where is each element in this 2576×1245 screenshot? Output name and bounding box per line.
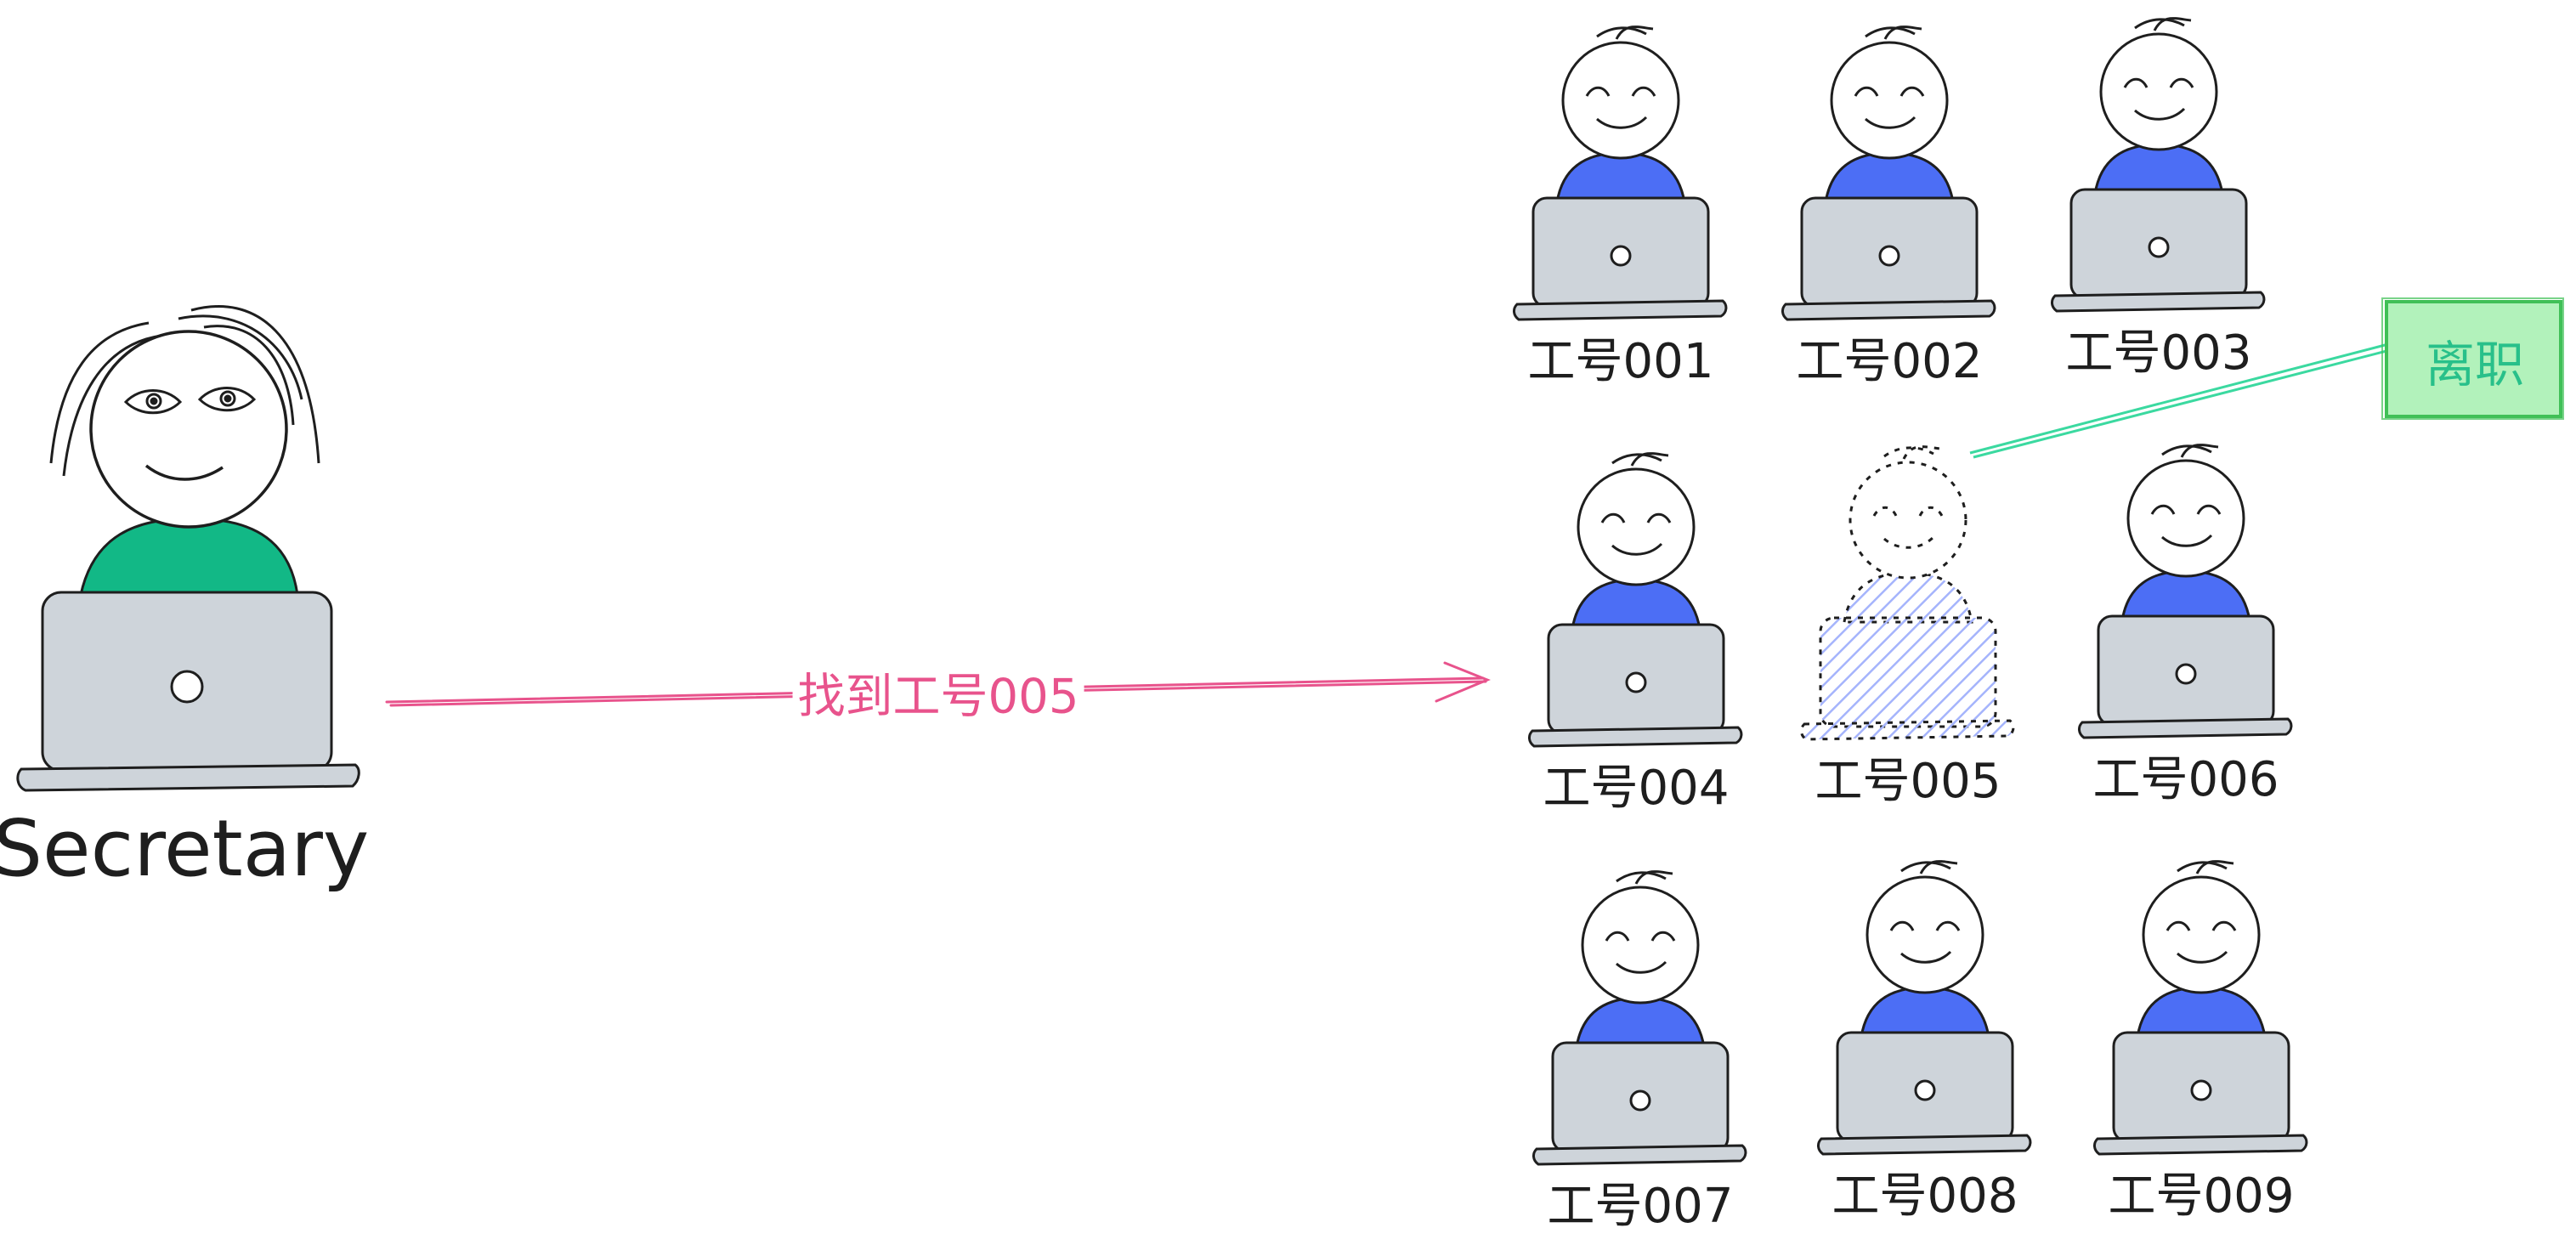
employee-figure: [1532, 870, 1747, 1166]
employee-laptop: [1819, 616, 1997, 728]
employee-eyes: [1600, 512, 1672, 523]
employee-laptop-base: [1528, 726, 1743, 748]
employee-label: 工号005: [1815, 754, 2001, 809]
employee-head: [1830, 41, 1949, 160]
employee-label: 工号007: [1547, 1179, 1734, 1234]
employee-label: 工号008: [1832, 1169, 2018, 1224]
employee-laptop-logo: [1625, 671, 1647, 693]
employee-hair: [1611, 452, 1669, 467]
employee-label: 工号002: [1796, 334, 1983, 389]
employee-eyes: [1889, 920, 1961, 931]
employee-hair: [2134, 17, 2192, 31]
employee-label: 工号003: [2065, 325, 2252, 381]
employee-eyes: [2150, 504, 2222, 515]
employee-laptop-logo: [2148, 236, 2170, 258]
employee-mouth: [1900, 950, 1952, 964]
employee-mouth: [1883, 535, 1935, 549]
employee-laptop-base: [1781, 299, 1996, 321]
employee-eyes: [2166, 920, 2237, 931]
employee-mouth: [1865, 116, 1916, 129]
employee-figure: [1513, 25, 1728, 321]
employee-label: 工号006: [2092, 752, 2279, 807]
employee-figure: [1528, 452, 1743, 748]
employee-hair: [2177, 860, 2234, 874]
secretary-head: [89, 330, 288, 529]
employee-mouth: [2134, 107, 2186, 121]
employee-laptop-logo: [2175, 663, 2197, 685]
employee-mouth: [1616, 960, 1667, 974]
secretary-label: Secretary: [0, 803, 370, 894]
employee-eyes: [2123, 77, 2194, 88]
secretary-laptop-base: [16, 763, 360, 792]
employee-mouth: [2177, 950, 2228, 964]
employee-eyes: [1872, 506, 1944, 517]
employee-hair: [2161, 444, 2219, 458]
employee-mouth: [1611, 542, 1663, 556]
employee-shirt: [2120, 569, 2251, 622]
employee-eyes: [1854, 86, 1925, 97]
employee-figure: [1800, 445, 2015, 741]
employee-mouth: [1596, 116, 1648, 129]
employee-grid: [1513, 17, 2308, 1166]
employee-head: [1561, 41, 1680, 160]
departed-tag-label: 离职: [2425, 336, 2525, 393]
employee-laptop-base: [1817, 1134, 2032, 1156]
employee-laptop-base: [2051, 291, 2266, 313]
employee-eyes: [1585, 86, 1656, 97]
secretary-figure: [16, 305, 360, 792]
secretary-eyes: [123, 387, 257, 415]
employee-head: [1848, 461, 1967, 580]
employee-shirt: [1843, 571, 1973, 624]
employee-figure: [2078, 444, 2293, 739]
employee-head: [2099, 32, 2218, 151]
departed-connector: [1969, 342, 2391, 459]
employee-head: [2126, 459, 2245, 578]
employee-head: [1581, 886, 1700, 1004]
employee-shirt: [1824, 151, 1955, 204]
departed-tag-box: [2385, 300, 2562, 418]
secretary-hair: [49, 305, 320, 477]
employee-shirt: [1555, 151, 1686, 204]
employee-shirt: [2136, 986, 2267, 1038]
employee-laptop-base: [1800, 719, 2015, 741]
employee-head: [2142, 875, 2261, 994]
secretary-mouth: [144, 464, 224, 481]
employee-label: 工号004: [1543, 761, 1730, 816]
employee-figure: [1781, 25, 1996, 321]
employee-laptop-logo: [2190, 1079, 2212, 1101]
employee-figure: [2051, 17, 2266, 313]
employee-laptop-logo: [1629, 1089, 1651, 1112]
employee-shirt: [1571, 578, 1701, 631]
employee-laptop-logo: [1878, 245, 1900, 267]
employee-hair: [1900, 860, 1958, 874]
employee-figure: [1817, 860, 2032, 1156]
employee-head: [1577, 467, 1696, 586]
employee-label: 工号009: [2108, 1169, 2295, 1224]
employee-figure: [2093, 860, 2308, 1156]
secretary-shirt: [79, 517, 299, 597]
employee-laptop-base: [2093, 1134, 2308, 1156]
employee-mouth: [2161, 534, 2213, 547]
employee-hair: [1616, 870, 1673, 885]
employee-laptop-base: [2078, 717, 2293, 739]
employee-laptop-logo: [1610, 245, 1632, 267]
employee-hair: [1596, 25, 1654, 40]
employee-hair: [1865, 25, 1922, 40]
secretary-laptop-logo: [170, 670, 204, 704]
employee-laptop-base: [1513, 299, 1728, 321]
employee-laptop-logo: [1914, 1079, 1936, 1101]
employee-head: [1865, 875, 1984, 994]
employee-shirt: [2093, 143, 2224, 195]
request-arrow-label: 找到工号005: [792, 658, 1084, 727]
employee-laptop-base: [1532, 1144, 1747, 1166]
employee-shirt: [1575, 996, 1706, 1049]
employee-eyes: [1605, 931, 1676, 942]
employee-label: 工号001: [1527, 334, 1714, 389]
employee-hair: [1883, 445, 1941, 460]
employee-shirt: [1860, 986, 1990, 1038]
